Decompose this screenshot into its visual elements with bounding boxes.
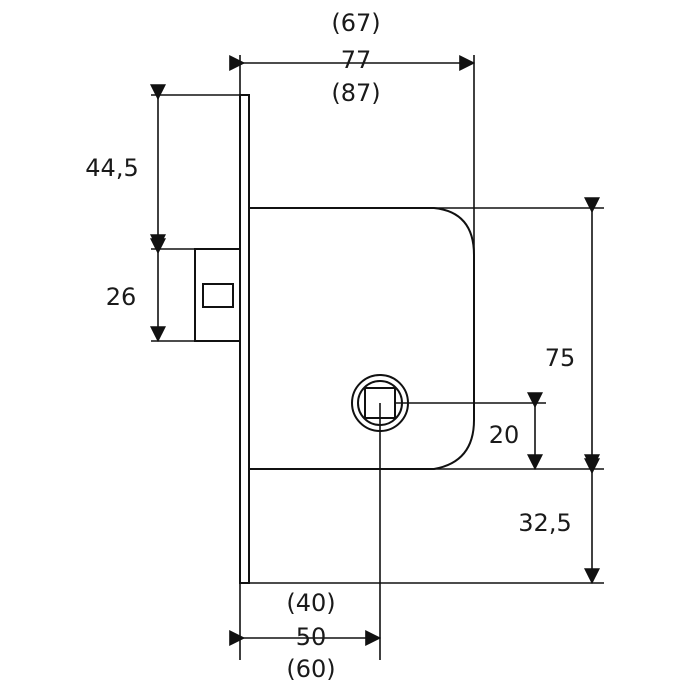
top-lower-label: (87) [331,79,380,107]
right-large-label: 75 [545,344,576,372]
right-small-label: 20 [489,421,520,449]
bottom-upper-label: (40) [286,589,335,617]
left-upper-label: 44,5 [85,154,138,182]
faceplate [239,94,250,584]
right-bottom-label: 32,5 [518,509,571,537]
lock-body-outline [249,207,475,470]
latch-bolt [194,248,241,342]
top-middle-label: 77 [341,46,372,74]
bottom-lower-label: (60) [286,655,335,683]
latch-slot [202,283,234,308]
top-upper-label: (67) [331,9,380,37]
bottom-middle-label: 50 [296,623,327,651]
left-lower-label: 26 [106,283,137,311]
